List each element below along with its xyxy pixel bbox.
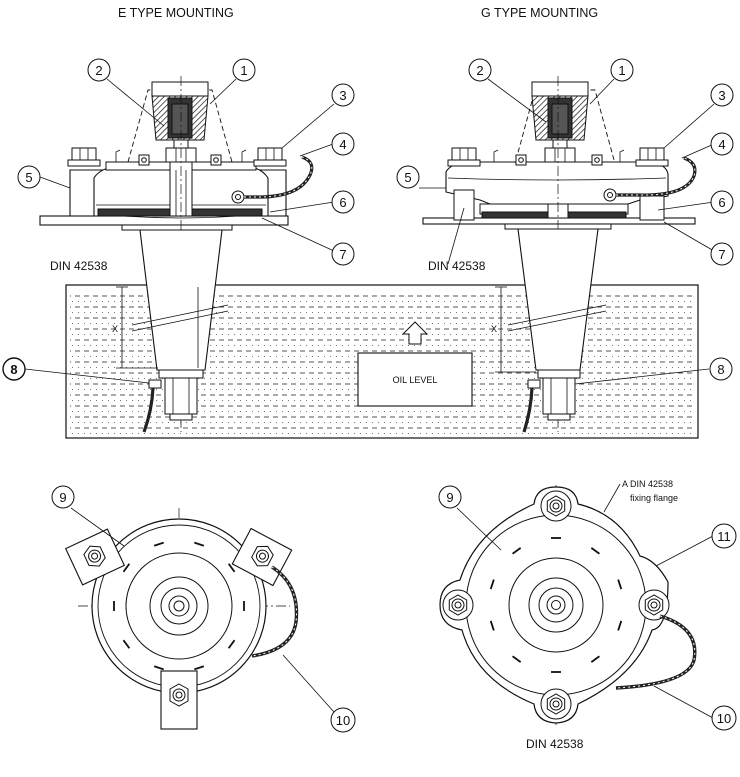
ring-tick-mark xyxy=(122,563,131,573)
svg-text:5: 5 xyxy=(404,170,411,185)
heading-e-type: E TYPE MOUNTING xyxy=(118,6,234,20)
ring-tick-mark xyxy=(227,563,236,573)
e-type-side-view: X DIN 42538 xyxy=(39,76,314,433)
svg-text:10: 10 xyxy=(717,711,731,726)
ring-tick-mark xyxy=(153,541,164,547)
callout-9-right: 9 xyxy=(438,485,462,509)
flange-bolt xyxy=(540,490,572,522)
svg-text:9: 9 xyxy=(446,490,453,505)
svg-text:5: 5 xyxy=(25,170,32,185)
flange-bolt xyxy=(540,688,572,720)
svg-text:10: 10 xyxy=(336,713,350,728)
oil-level-box: OIL LEVEL xyxy=(357,352,473,407)
svg-text:6: 6 xyxy=(339,195,346,210)
callout-5-right: 5 xyxy=(396,165,420,189)
callout-2-right: 2 xyxy=(468,58,492,82)
svg-text:6: 6 xyxy=(718,195,725,210)
svg-text:3: 3 xyxy=(339,88,346,103)
e-type-top-view xyxy=(64,508,299,730)
svg-text:9: 9 xyxy=(59,490,66,505)
ring-tick-mark xyxy=(194,541,205,547)
svg-text:4: 4 xyxy=(718,137,725,152)
svg-text:2: 2 xyxy=(95,63,102,78)
ring-tick-mark xyxy=(489,620,495,631)
callout-3-right: 3 xyxy=(710,83,734,107)
dimension-x-left: X xyxy=(112,324,118,334)
svg-text:2: 2 xyxy=(476,63,483,78)
ring-tick-mark xyxy=(194,665,205,671)
g-type-top-view: A DIN 42538 fixing flange DIN 42538 xyxy=(439,479,697,751)
ring-tick-mark xyxy=(489,579,495,590)
svg-text:3: 3 xyxy=(718,88,725,103)
callout-10-left: 10 xyxy=(330,707,356,733)
callout-6-right: 6 xyxy=(710,190,734,214)
oil-level-label: OIL LEVEL xyxy=(393,375,438,385)
din-label-right: DIN 42538 xyxy=(428,259,486,273)
callout-1-left: 1 xyxy=(232,58,256,82)
ring-tick-mark xyxy=(590,655,600,663)
flange-label-line1: A DIN 42538 xyxy=(622,479,673,489)
flange-bolt xyxy=(638,589,670,621)
callout-6-left: 6 xyxy=(331,190,355,214)
g-type-side-view: X DIN 42538 xyxy=(422,76,697,433)
ring-tick-mark xyxy=(122,639,131,649)
dimension-x-right: X xyxy=(491,324,497,334)
callout-4-left: 4 xyxy=(331,132,355,156)
callout-2-left: 2 xyxy=(87,58,111,82)
callout-8-left: 8 xyxy=(2,357,26,381)
svg-text:1: 1 xyxy=(618,63,625,78)
flange-bolt xyxy=(442,589,474,621)
heading-g-type: G TYPE MOUNTING xyxy=(481,6,598,20)
ring-tick-mark xyxy=(227,639,236,649)
callout-5-left: 5 xyxy=(17,165,41,189)
svg-text:4: 4 xyxy=(339,137,346,152)
ring-tick-mark xyxy=(153,665,164,671)
callout-8-right: 8 xyxy=(709,357,733,381)
svg-text:7: 7 xyxy=(339,247,346,262)
callout-10-right: 10 xyxy=(711,705,737,731)
svg-text:8: 8 xyxy=(717,362,724,377)
ring-tick-mark xyxy=(590,547,600,555)
flange-label-line2: fixing flange xyxy=(630,493,678,503)
callout-1-right: 1 xyxy=(610,58,634,82)
svg-text:7: 7 xyxy=(718,247,725,262)
callout-9-left: 9 xyxy=(51,485,75,509)
callout-3-left: 3 xyxy=(331,83,355,107)
callout-bubbles: 2 1 3 4 5 6 7 8 9 10 2 1 3 4 5 6 7 8 9 1… xyxy=(2,58,737,733)
callout-7-right: 7 xyxy=(710,242,734,266)
svg-text:8: 8 xyxy=(10,362,17,377)
din-label-left: DIN 42538 xyxy=(50,259,108,273)
ring-tick-mark xyxy=(617,620,623,631)
callout-7-left: 7 xyxy=(331,242,355,266)
svg-text:1: 1 xyxy=(240,63,247,78)
up-arrow-icon xyxy=(401,321,429,345)
ring-tick-mark xyxy=(512,655,522,663)
ring-tick-mark xyxy=(617,579,623,590)
svg-text:11: 11 xyxy=(717,529,731,544)
din-label-bottom: DIN 42538 xyxy=(526,737,584,751)
ring-tick-mark xyxy=(512,547,522,555)
callout-11-right: 11 xyxy=(711,523,737,549)
callout-leaders xyxy=(24,78,715,719)
callout-4-right: 4 xyxy=(710,132,734,156)
